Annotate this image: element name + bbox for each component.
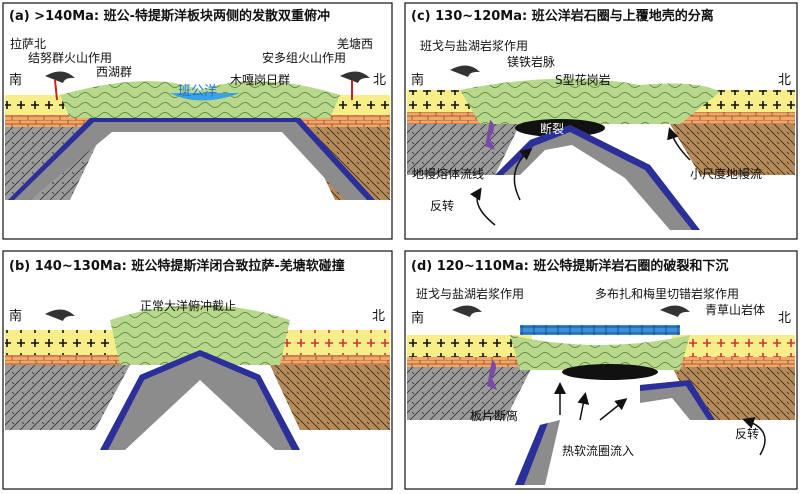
magma-conduit-left	[54, 79, 58, 101]
qiangtang-lithosphere	[270, 365, 390, 430]
fracture-zone	[562, 364, 658, 380]
label-s-type-granite: S型花岗岩	[555, 72, 611, 87]
middle-crust-north	[270, 355, 390, 365]
label-north: 北	[778, 311, 791, 326]
volcano-plume-right	[660, 305, 690, 317]
label-bange-yanhu-magmatism: 班戈与盐湖岩浆作用	[420, 38, 528, 53]
magma-plume	[487, 360, 497, 390]
label-north: 北	[373, 73, 386, 88]
panel-d: (d) 120~110Ma: 班公特提斯洋岩石圈的破裂和下沉 班戈与盐湖岩浆作用…	[404, 250, 798, 490]
rollback-arrow	[742, 417, 766, 456]
middle-crust-south	[5, 355, 130, 365]
label-slab-breakoff: 板片断离	[470, 408, 518, 423]
label-south: 南	[9, 72, 22, 88]
upper-crust-south	[407, 335, 532, 357]
accretionary-wedge	[510, 335, 690, 370]
label-south: 南	[9, 308, 22, 324]
middle-crust-north	[672, 357, 795, 367]
label-rollback: 反转	[735, 426, 759, 441]
subducting-slab	[495, 125, 700, 230]
volcano-plume-right	[340, 71, 370, 83]
lhasa-lithosphere	[407, 367, 532, 420]
volcano-plume-left	[45, 71, 75, 83]
middle-crust-south	[407, 357, 532, 367]
label-duobuza-magmatism: 多布扎和梅里切错岩浆作用	[595, 286, 739, 301]
panel-a-title: (a) >140Ma: 班公-特提斯洋板块两侧的发散双重俯冲	[9, 8, 330, 24]
label-subduction-ceased: 正常大洋俯冲截止	[140, 298, 236, 313]
upper-crust-north	[672, 335, 795, 357]
marine-sediment-layer	[520, 325, 680, 335]
small-mantle-flow-arrow	[667, 127, 691, 161]
upper-crust-north	[270, 330, 390, 355]
magma-plume	[485, 120, 495, 150]
retreating-slab-crust	[640, 380, 715, 420]
panel-b: (b) 140~130Ma: 班公特提斯洋闭合致拉萨-羌塘软碰撞 南 北 正常大…	[2, 250, 393, 490]
label-jienu-volcanism: 结努群火山作用	[28, 50, 112, 65]
label-south: 南	[411, 72, 424, 88]
label-mafic-dykes: 镁铁岩脉	[507, 54, 555, 69]
ocean	[170, 93, 240, 101]
label-mugagangri-group: 木嘎岗日群	[230, 73, 290, 87]
label-north: 北	[372, 309, 385, 324]
label-qiangtang-west: 羌塘西	[337, 36, 373, 51]
label-xihu-group: 西湖群	[96, 64, 132, 79]
broken-slab-crust	[515, 423, 548, 485]
volcano-plume-left	[45, 309, 75, 321]
mantle-flow-arrow	[513, 148, 533, 201]
inflow-arrow-3	[599, 398, 628, 421]
volcano-plume	[450, 65, 480, 77]
label-asthenosphere-inflow: 热软流圈流入	[562, 444, 634, 458]
label-fracture: 断裂	[540, 121, 564, 136]
panel-b-title: (b) 140~130Ma: 班公特提斯洋闭合致拉萨-羌塘软碰撞	[9, 258, 345, 274]
accretionary-wedge	[110, 305, 290, 365]
panel-c-title: (c) 130~120Ma: 班公洋岩石圈与上覆地壳的分离	[411, 8, 714, 24]
slab-oceanic-crust	[495, 125, 700, 230]
detached-slab-crust	[100, 350, 300, 450]
label-qingcaoshan-pluton: 青草山岩体	[705, 302, 765, 317]
lhasa-lithosphere	[5, 365, 130, 430]
volcano-plume-left	[452, 305, 482, 317]
lhasa-lithosphere	[407, 124, 520, 175]
upper-crust-south	[5, 330, 130, 355]
label-south: 南	[411, 310, 424, 326]
subducting-slab	[8, 118, 375, 200]
label-rollback: 反转	[430, 198, 454, 213]
label-anduo-volcanism: 安多组火山作用	[262, 50, 346, 65]
label-small-scale-mantle-flow: 小尺度地幔流	[690, 166, 762, 181]
label-bange-yanhu-magmatism: 班戈与盐湖岩浆作用	[416, 286, 524, 301]
panel-c: (c) 130~120Ma: 班公洋岩石圈与上覆地壳的分离 班戈与盐湖岩浆作用 …	[404, 2, 798, 240]
panel-a: (a) >140Ma: 班公-特提斯洋板块两侧的发散双重俯冲 拉萨北 结努群火山…	[2, 2, 393, 240]
rollback-arrow	[470, 187, 496, 226]
panel-d-title: (d) 120~110Ma: 班公特提斯洋岩石圈的破裂和下沉	[411, 258, 728, 274]
accretionary-wedge	[460, 78, 720, 124]
label-mantle-melt-flow: 地幔熔体流线	[412, 166, 484, 181]
label-bangong-ocean: 班公洋	[178, 84, 217, 99]
label-lhasa-north: 拉萨北	[10, 36, 46, 51]
inflow-arrow-2	[577, 392, 590, 421]
qiangtang-lithosphere	[670, 124, 795, 175]
label-north: 北	[778, 73, 791, 88]
